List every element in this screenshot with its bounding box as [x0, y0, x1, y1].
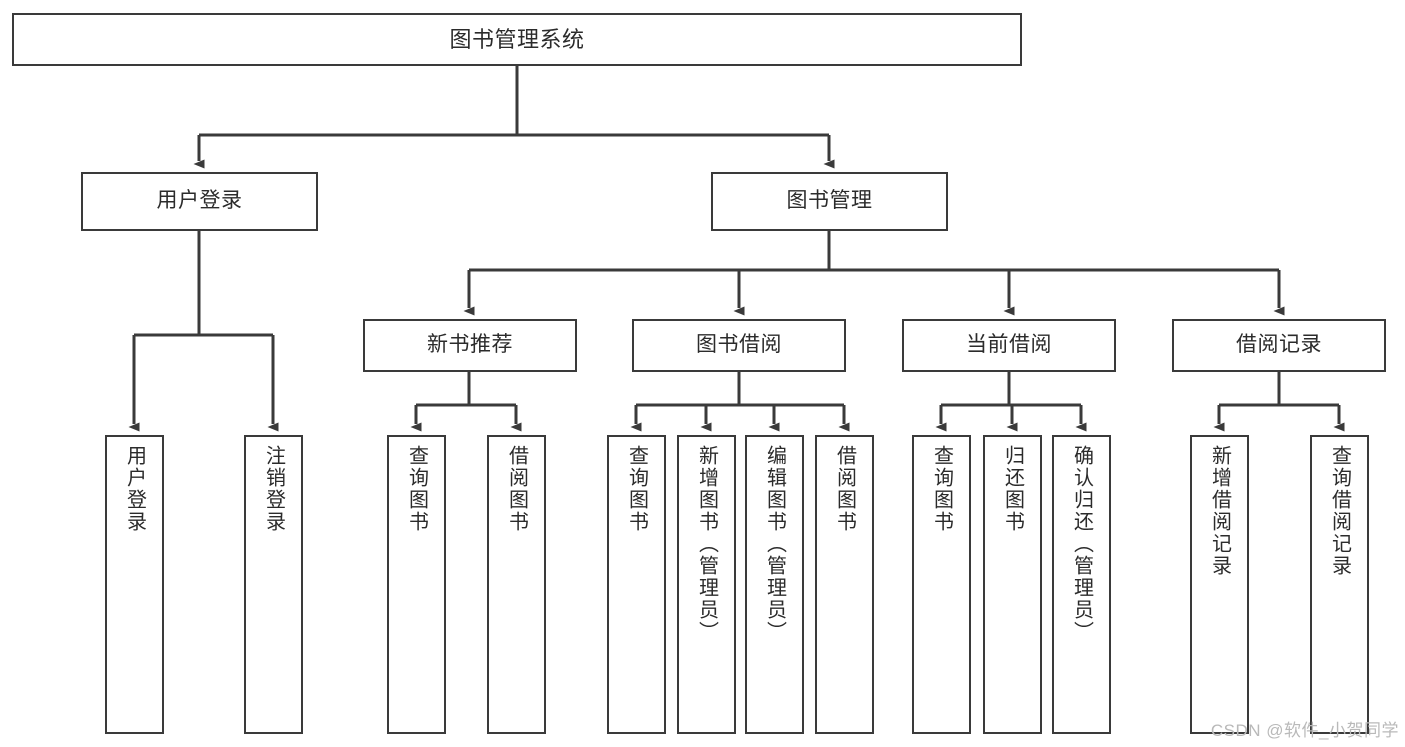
node-label: 借阅图书	[833, 445, 856, 533]
leaf-edit-book-admin[interactable]: 编辑图书（管理员）	[745, 435, 804, 734]
node-label: 查询图书	[625, 445, 648, 533]
node-label: 归还图书	[1001, 445, 1024, 533]
node-label: 确认归还（管理员）	[1070, 445, 1093, 643]
leaf-add-book-admin[interactable]: 新增图书（管理员）	[677, 435, 736, 734]
node-book-management[interactable]: 图书管理	[711, 172, 948, 231]
node-label: 编辑图书（管理员）	[763, 445, 786, 643]
leaf-query-book-current[interactable]: 查询图书	[912, 435, 971, 734]
node-current-borrow[interactable]: 当前借阅	[902, 319, 1116, 372]
node-label: 当前借阅	[966, 333, 1052, 357]
node-new-book-recommend[interactable]: 新书推荐	[363, 319, 577, 372]
node-label: 图书管理系统	[449, 26, 585, 52]
node-label: 图书管理	[786, 189, 873, 213]
node-label: 图书借阅	[696, 333, 782, 357]
leaf-query-book-borrow[interactable]: 查询图书	[607, 435, 666, 734]
csdn-watermark: CSDN @软件_小贺同学	[1210, 721, 1399, 740]
node-label: 新增图书（管理员）	[695, 445, 718, 643]
node-root-book-management-system[interactable]: 图书管理系统	[12, 13, 1022, 66]
leaf-borrow-book-recommend[interactable]: 借阅图书	[487, 435, 546, 734]
node-book-borrow[interactable]: 图书借阅	[632, 319, 846, 372]
leaf-user-login[interactable]: 用户登录	[105, 435, 164, 734]
leaf-borrow-book[interactable]: 借阅图书	[815, 435, 874, 734]
node-label: 查询借阅记录	[1328, 445, 1351, 577]
leaf-logout-login[interactable]: 注销登录	[244, 435, 303, 734]
node-label: 查询图书	[405, 445, 428, 533]
leaf-return-book[interactable]: 归还图书	[983, 435, 1042, 734]
node-label: 借阅记录	[1236, 333, 1322, 357]
node-user-login[interactable]: 用户登录	[81, 172, 318, 231]
node-label: 用户登录	[156, 189, 243, 213]
node-label: 新增借阅记录	[1208, 445, 1231, 577]
leaf-query-borrow-record[interactable]: 查询借阅记录	[1310, 435, 1369, 734]
node-label: 用户登录	[123, 445, 146, 533]
leaf-query-book-recommend[interactable]: 查询图书	[387, 435, 446, 734]
node-label: 查询图书	[930, 445, 953, 533]
leaf-add-borrow-record[interactable]: 新增借阅记录	[1190, 435, 1249, 734]
node-label: 新书推荐	[427, 333, 513, 357]
node-label: 注销登录	[262, 445, 285, 533]
leaf-confirm-return-admin[interactable]: 确认归还（管理员）	[1052, 435, 1111, 734]
node-borrow-record[interactable]: 借阅记录	[1172, 319, 1386, 372]
node-label: 借阅图书	[505, 445, 528, 533]
